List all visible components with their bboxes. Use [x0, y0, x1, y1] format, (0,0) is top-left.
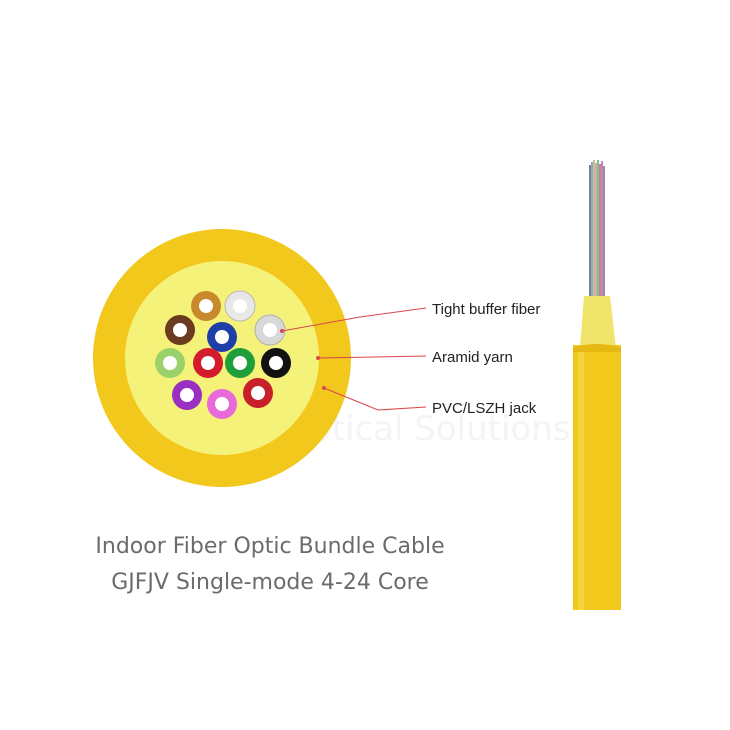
fiber-10	[172, 380, 202, 410]
leader-dot-jacket	[322, 386, 326, 390]
caption-subtitle: GJFJV Single-mode 4-24 Core	[111, 570, 429, 595]
side-jacket-highlight	[578, 352, 584, 610]
cable-cross-section	[93, 229, 351, 487]
caption-title: Indoor Fiber Optic Bundle Cable	[95, 534, 445, 559]
label-aramid-yarn: Aramid yarn	[432, 349, 513, 366]
exposed-fibers	[589, 160, 605, 298]
leader-dot-tight-buffer	[280, 329, 284, 333]
fiber-1	[191, 291, 221, 321]
side-jacket-top	[573, 344, 621, 352]
fiber-4	[207, 322, 237, 352]
leader-dot-aramid	[316, 356, 320, 360]
cable-side-view	[573, 160, 621, 610]
fiber-3	[165, 315, 195, 345]
fiber-7	[193, 348, 223, 378]
side-aramid-yarn	[580, 296, 616, 348]
fiber-6	[155, 348, 185, 378]
fiber-9	[261, 348, 291, 378]
leader-line-jacket	[323, 387, 427, 411]
label-pvc-lszh-jacket: PVC/LSZH jack	[432, 400, 537, 417]
fiber-8	[225, 348, 255, 378]
label-tight-buffer-fiber: Tight buffer fiber	[432, 301, 540, 318]
fiber-11	[207, 389, 237, 419]
leader-line-aramid	[317, 355, 427, 359]
fiber-12	[243, 378, 273, 408]
leader-lines	[281, 307, 427, 411]
fiber-bundle	[155, 290, 291, 419]
leader-line-tight-buffer	[281, 307, 427, 332]
fiber-2	[224, 290, 256, 322]
